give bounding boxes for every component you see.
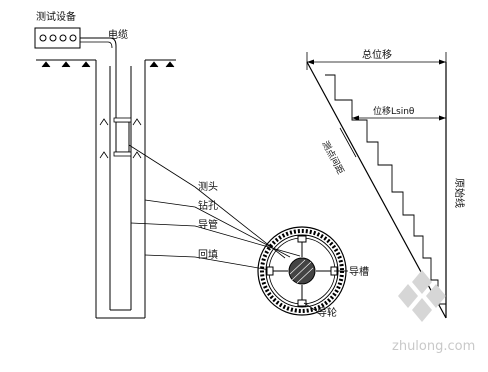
- watermark: zhulong.com: [392, 270, 475, 354]
- probe-label: 测头: [198, 180, 218, 193]
- cable-label: 电缆: [108, 28, 128, 41]
- cross-section: [257, 226, 347, 316]
- device-knob: [69, 34, 77, 42]
- guide-pipe: [109, 66, 132, 311]
- borehole: [95, 60, 146, 319]
- total-displacement-label: 总位移: [362, 48, 392, 61]
- guide-wheel-leader: [303, 302, 319, 313]
- borehole-label: 钻孔: [198, 199, 218, 212]
- displacement-diagram: 总位移 原始线 位移Lsinθ 测点间距: [306, 48, 466, 319]
- displacement-label: 位移Lsinθ: [373, 105, 415, 117]
- watermark-text: zhulong.com: [392, 339, 475, 354]
- cable-line-2: [80, 41, 113, 49]
- device-knob: [49, 34, 57, 42]
- original-line-label: 原始线: [453, 178, 466, 208]
- cable-line: [80, 37, 117, 122]
- probe: [113, 117, 132, 157]
- interval-dimension: [339, 127, 357, 158]
- device-knob: [39, 34, 47, 42]
- guide-wheel-label: 导轮: [317, 306, 337, 319]
- watermark-logo: [398, 270, 446, 322]
- device-label: 测试设备: [36, 10, 76, 23]
- guide-pipe-label: 导管: [198, 218, 218, 231]
- device-knob: [59, 34, 67, 42]
- device-box: [34, 27, 81, 49]
- measuring-device: 测试设备: [34, 10, 81, 49]
- soil-hatch: [99, 118, 142, 159]
- guide-groove-label: 导槽: [349, 265, 369, 278]
- measurement-steps: [325, 74, 446, 305]
- ground-surface: [36, 59, 176, 68]
- backfill-label: 回填: [198, 248, 218, 261]
- interval-label: 测点间距: [319, 139, 347, 176]
- leader-lines: [128, 144, 301, 271]
